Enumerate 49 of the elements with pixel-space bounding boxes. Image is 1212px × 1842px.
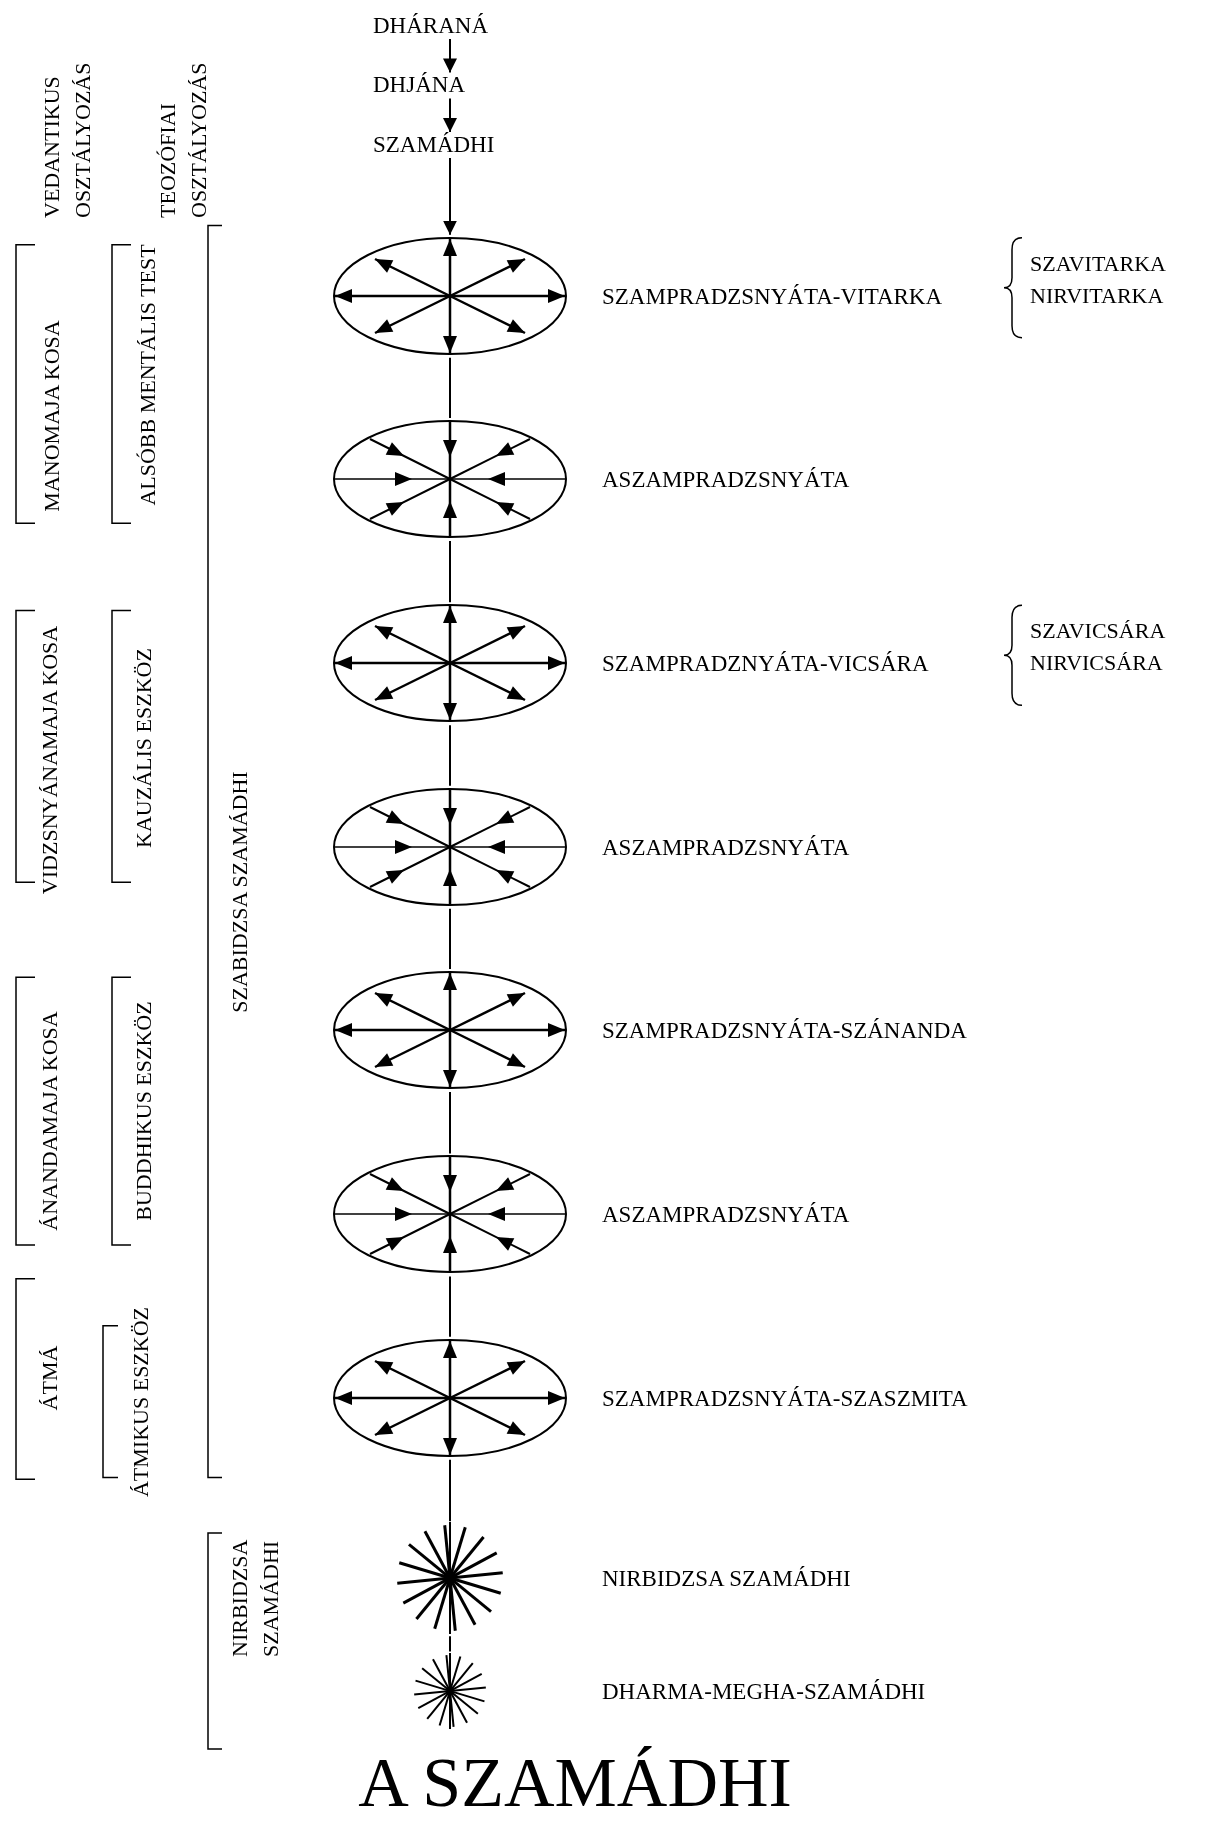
ellipse-symbol: [332, 419, 568, 540]
stage-label: ASZAMPRADZSNYÁTA: [602, 1203, 850, 1227]
star-symbol: [394, 1522, 506, 1635]
stage-label: ASZAMPRADZSNYÁTA: [602, 468, 850, 492]
stage-label: SZAMPRADZSNYÁTA-SZÁNANDA: [602, 1019, 967, 1043]
category-label: NIRBIDZSA SZAMÁDHI: [226, 1539, 284, 1657]
category-label: SZABIDZSA SZAMÁDHI: [229, 771, 251, 1013]
arrow: [443, 97, 457, 133]
connector-line: [449, 1275, 451, 1338]
connector-line: [449, 1091, 451, 1155]
stage-label: DHJÁNA: [373, 73, 465, 97]
stage-label: SZAMPRADZSNYÁTA-SZASZMITA: [602, 1386, 968, 1410]
stage-label: DHÁRANÁ: [373, 13, 488, 37]
connector-line: [449, 540, 451, 604]
category-label: KAUZÁLIS ESZKÖZ: [133, 647, 155, 848]
connector-line: [449, 1458, 451, 1523]
stage-label: SZAMÁDHI: [373, 133, 495, 156]
stage-label: NIRVICSÁRA: [1030, 652, 1163, 675]
ellipse-symbol: [332, 970, 568, 1091]
category-label: ALSÓBB MENTÁLIS TEST: [137, 244, 159, 506]
ellipse-symbol: [332, 1154, 568, 1275]
category-label: BUDDHIKUS ESZKÖZ: [133, 1001, 155, 1221]
connector-line: [449, 907, 451, 971]
stage-label: DHARMA-MEGHA-SZAMÁDHI: [602, 1679, 926, 1703]
connector-line: [449, 1635, 451, 1653]
ellipse-symbol: [332, 786, 568, 907]
category-label: TEOZÓFIAI OSZTÁLYOZÁS: [154, 61, 212, 219]
stage-label: SZAMPRADZSNYÁTA-VITARKA: [602, 284, 943, 308]
stage-label: NIRBIDZSA SZAMÁDHI: [602, 1567, 851, 1591]
diagram-title: A SZAMÁDHI: [358, 1748, 792, 1818]
star-symbol: [412, 1652, 488, 1729]
stage-label: NIRVITARKA: [1030, 284, 1164, 307]
ellipse-symbol: [332, 603, 568, 724]
arrow: [443, 157, 457, 236]
stage-label: SZAVICSÁRA: [1030, 620, 1166, 643]
stage-label: SZAVITARKA: [1030, 252, 1166, 275]
category-label: ÁTMIKUS ESZKÖZ: [130, 1306, 152, 1497]
stage-label: SZAMPRADZNYÁTA-VICSÁRA: [602, 652, 929, 676]
category-label: ÁNANDAMAJA KOSA: [39, 1011, 61, 1231]
stage-label: ASZAMPRADZSNYÁTA: [602, 835, 850, 859]
category-label: MANOMAJA KOSA: [41, 320, 63, 512]
category-label: VEDANTIKUS OSZTÁLYOZÁS: [38, 61, 96, 219]
ellipse-symbol: [332, 1337, 568, 1458]
category-label: VIDZSNYÁNAMAJA KOSA: [39, 626, 61, 895]
connector-line: [449, 724, 451, 787]
ellipse-symbol: [332, 235, 568, 356]
connector-line: [449, 356, 451, 420]
arrow: [443, 37, 457, 74]
category-label: ÁTMÁ: [39, 1345, 61, 1410]
